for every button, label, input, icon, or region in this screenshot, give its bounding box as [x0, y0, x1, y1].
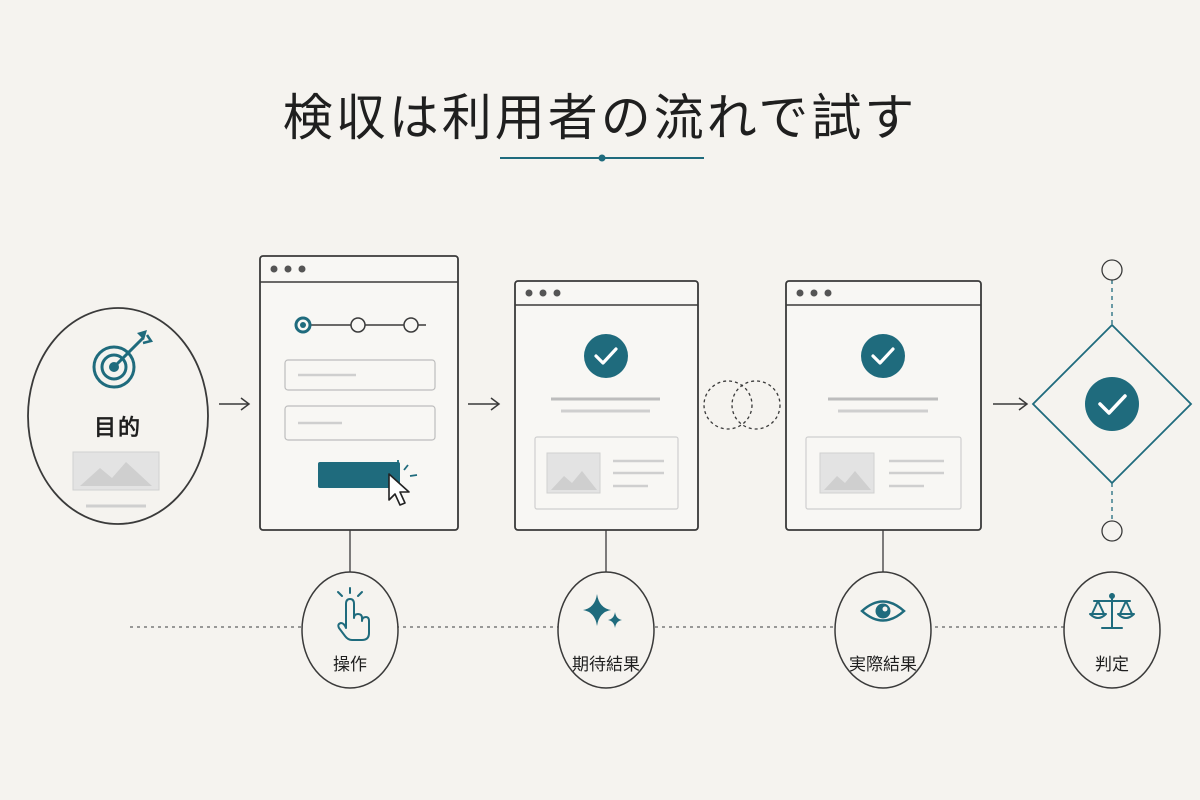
check-icon [861, 334, 905, 378]
stepper-progress [294, 316, 426, 334]
goal-label: 目的 [93, 416, 142, 441]
title-divider [500, 154, 704, 162]
judgement-label: 判定 [1095, 655, 1129, 675]
check-icon [1085, 377, 1139, 431]
arrow-actual-to-judgement [993, 397, 1029, 411]
sparkle-icon [583, 594, 622, 628]
operation-window [259, 255, 459, 531]
submit-button-mock [318, 462, 400, 488]
tap-icon [337, 587, 370, 641]
eye-icon [860, 600, 906, 622]
operation-step [301, 571, 399, 689]
judgement-node [1031, 259, 1193, 542]
actual-step [834, 571, 932, 689]
actual-label: 実際結果 [849, 655, 917, 675]
actual-window [785, 280, 982, 531]
judgement-step [1063, 571, 1161, 689]
arrow-operation-to-expected [468, 397, 501, 411]
expected-window [514, 280, 699, 531]
page-title: 検収は利用者の流れで試す [282, 89, 918, 147]
expected-label: 期待結果 [572, 655, 640, 675]
image-placeholder [72, 451, 160, 491]
check-icon [584, 334, 628, 378]
form-field [284, 359, 436, 391]
arrow-goal-to-operation [219, 397, 251, 411]
form-field [284, 405, 436, 441]
operation-label: 操作 [333, 655, 367, 675]
cursor-icon [388, 460, 418, 506]
comparison-overlap-icon [703, 380, 781, 430]
target-icon [92, 330, 154, 389]
expected-step [557, 571, 655, 689]
scales-icon [1089, 593, 1135, 629]
goal-node [27, 307, 209, 525]
